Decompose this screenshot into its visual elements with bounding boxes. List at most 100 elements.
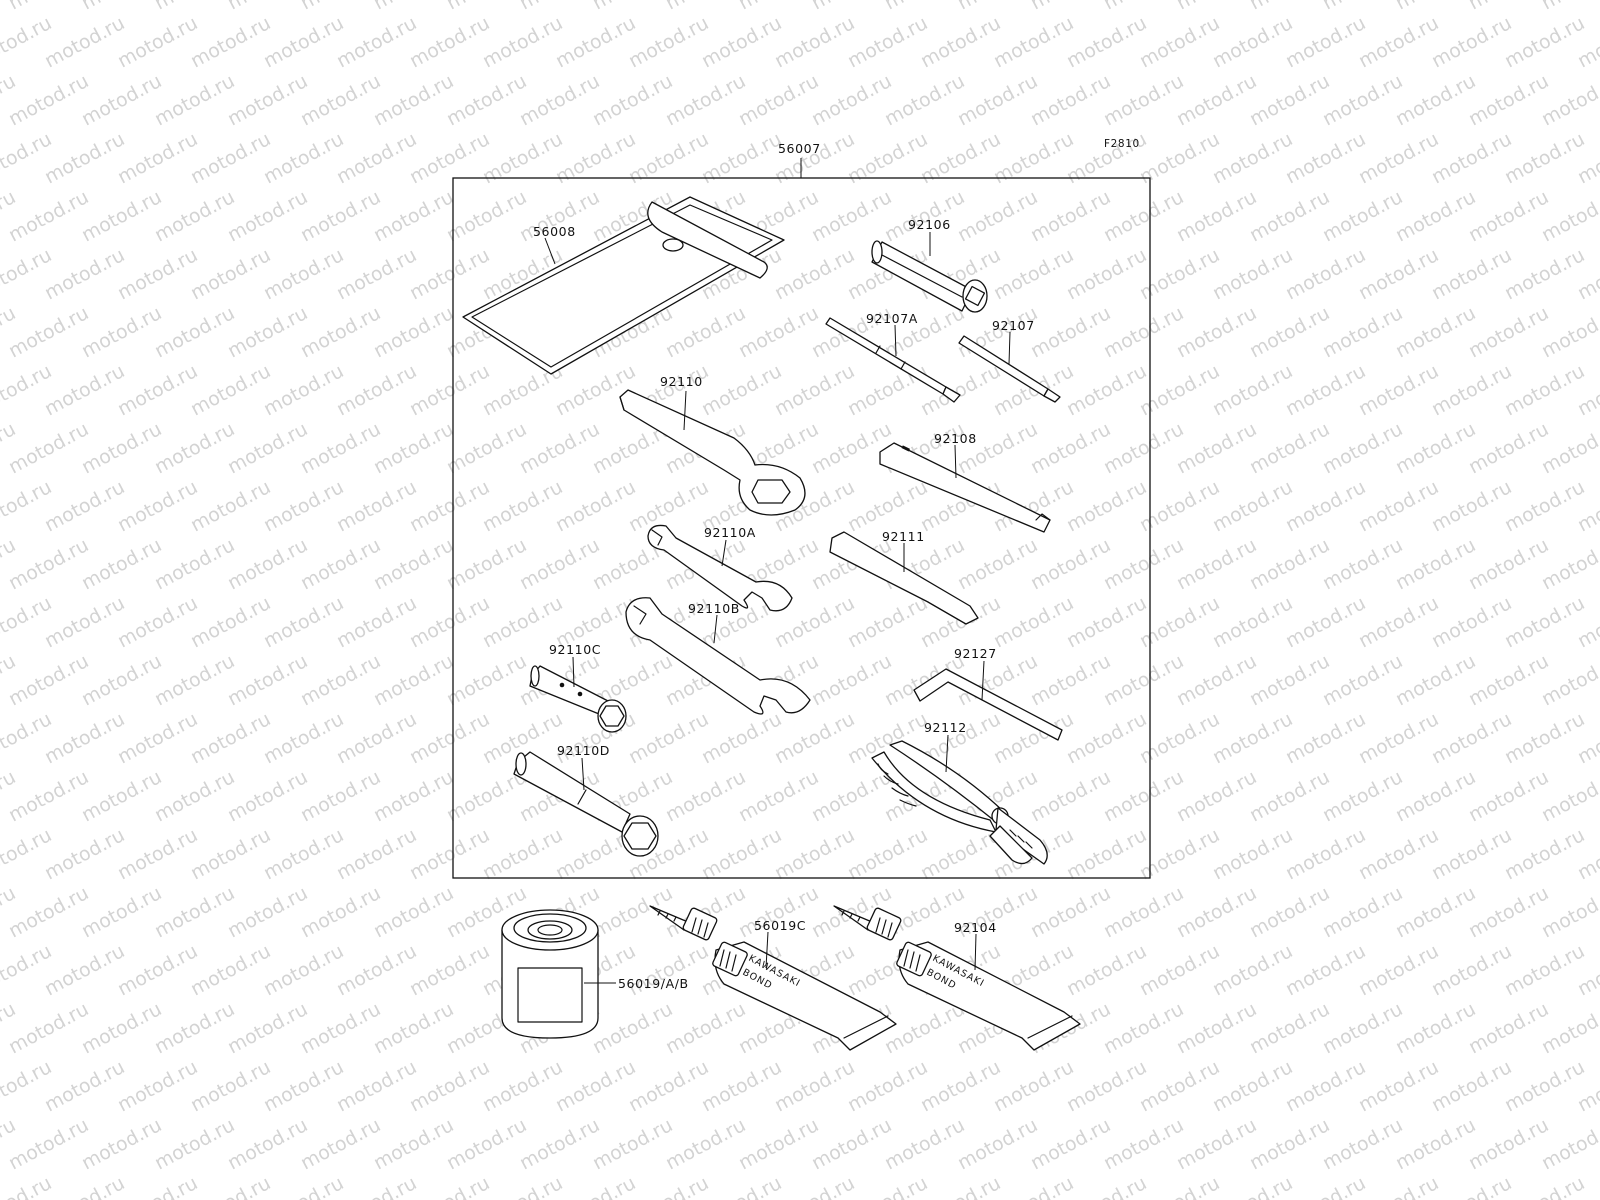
watermark-text: motod.ru: [844, 592, 931, 652]
watermark-text: motod.ru: [516, 418, 603, 478]
watermark-text: motod.ru: [771, 1056, 858, 1116]
watermark-text: motod.ru: [406, 12, 493, 72]
watermark-text: motod.ru: [844, 1172, 931, 1200]
tool-bag-56008: 56008: [462, 196, 785, 375]
watermark-text: motod.ru: [1282, 1172, 1369, 1200]
watermark-text: motod.ru: [735, 70, 822, 130]
watermark-text: motod.ru: [1209, 476, 1296, 536]
watermark-text: motod.ru: [1428, 360, 1515, 420]
watermark-text: motod.ru: [1319, 70, 1406, 130]
watermark-text: motod.ru: [370, 882, 457, 942]
watermark-text: motod.ru: [479, 12, 566, 72]
watermark-text: motod.ru: [552, 476, 639, 536]
watermark-text: motod.ru: [1100, 0, 1187, 14]
watermark-text: motod.ru: [1319, 534, 1406, 594]
watermark-text: motod.ru: [78, 1114, 165, 1174]
watermark-text: motod.ru: [1246, 650, 1333, 710]
watermark-text: motod.ru: [297, 302, 384, 362]
watermark-text: motod.ru: [5, 882, 92, 942]
watermark-text: motod.ru: [954, 0, 1041, 14]
watermark-text: motod.ru: [443, 70, 530, 130]
watermark-text: motod.ru: [370, 998, 457, 1058]
watermark-text: motod.ru: [297, 882, 384, 942]
watermark-text: motod.ru: [1538, 998, 1600, 1058]
watermark-text: motod.ru: [1209, 244, 1296, 304]
watermark-text: motod.ru: [151, 766, 238, 826]
watermark-text: motod.ru: [260, 592, 347, 652]
watermark-text: motod.ru: [808, 766, 895, 826]
watermark-text: motod.ru: [662, 998, 749, 1058]
watermark-text: motod.ru: [41, 244, 128, 304]
watermark-text: motod.ru: [552, 128, 639, 188]
watermark-text: motod.ru: [771, 824, 858, 884]
watermark-text: motod.ru: [5, 418, 92, 478]
watermark-text: motod.ru: [1428, 592, 1515, 652]
watermark-text: motod.ru: [1282, 1056, 1369, 1116]
watermark-text: motod.ru: [808, 0, 895, 14]
watermark-text: motod.ru: [260, 12, 347, 72]
watermark-text: motod.ru: [698, 1172, 785, 1200]
watermark-text: motod.ru: [1501, 824, 1588, 884]
watermark-text: motod.ru: [297, 186, 384, 246]
bond-tube-56019C: KAWASAKI BOND 56019C: [649, 905, 897, 1051]
watermark-text: motod.ru: [297, 418, 384, 478]
watermark-text: motod.ru: [5, 302, 92, 362]
watermark-text: motod.ru: [881, 0, 968, 14]
watermark-text: motod.ru: [1538, 302, 1600, 362]
watermark-text: motod.ru: [114, 244, 201, 304]
watermark-text: motod.ru: [954, 1114, 1041, 1174]
watermark-text: motod.ru: [625, 1056, 712, 1116]
watermark-text: motod.ru: [1355, 128, 1442, 188]
watermark-text: motod.ru: [1063, 12, 1150, 72]
watermark-text: motod.ru: [151, 0, 238, 14]
watermark-text: motod.ru: [1428, 940, 1515, 1000]
watermark-text: motod.ru: [297, 0, 384, 14]
watermark-text: motod.ru: [1282, 128, 1369, 188]
watermark-text: motod.ru: [260, 476, 347, 536]
part-label-56007: 56007: [778, 141, 821, 156]
watermark-text: motod.ru: [1538, 766, 1600, 826]
watermark-text: motod.ru: [1428, 476, 1515, 536]
watermark-text: motod.ru: [406, 824, 493, 884]
figure-code: F2810: [1104, 138, 1140, 150]
watermark-text: motod.ru: [1100, 418, 1187, 478]
open-wrench-92110A: 92110A: [647, 524, 793, 612]
watermark-text: motod.ru: [41, 128, 128, 188]
watermark-text: motod.ru: [1100, 650, 1187, 710]
watermark-text: motod.ru: [1465, 186, 1552, 246]
watermark-text: motod.ru: [735, 882, 822, 942]
watermark-text: motod.ru: [735, 0, 822, 14]
watermark-text: motod.ru: [589, 998, 676, 1058]
watermark-text: motod.ru: [333, 12, 420, 72]
watermark-text: motod.ru: [589, 0, 676, 14]
watermark-text: motod.ru: [1173, 766, 1260, 826]
watermark-text: motod.ru: [1538, 186, 1600, 246]
watermark-text: motod.ru: [954, 186, 1041, 246]
watermark-text: motod.ru: [1063, 360, 1150, 420]
watermark-text: motod.ru: [881, 1114, 968, 1174]
watermark-text: motod.ru: [1319, 0, 1406, 14]
watermark-text: motod.ru: [1355, 708, 1442, 768]
watermark-text: motod.ru: [297, 534, 384, 594]
watermark-text: motod.ru: [41, 592, 128, 652]
watermark-text: motod.ru: [1465, 650, 1552, 710]
flat-tool-92108: 92108: [879, 431, 1051, 533]
watermark-text: motod.ru: [260, 1172, 347, 1200]
watermark-text: motod.ru: [771, 128, 858, 188]
watermark-text: motod.ru: [5, 534, 92, 594]
part-label-92112: 92112: [924, 720, 967, 735]
watermark-text: motod.ru: [187, 824, 274, 884]
watermark-text: motod.ru: [151, 418, 238, 478]
watermark-text: motod.ru: [1136, 360, 1223, 420]
watermark-text: motod.ru: [443, 650, 530, 710]
watermark-text: motod.ru: [990, 1172, 1077, 1200]
watermark-text: motod.ru: [78, 882, 165, 942]
watermark-text: motod.ru: [1428, 1056, 1515, 1116]
watermark-text: motod.ru: [1136, 1172, 1223, 1200]
watermark-text: motod.ru: [552, 1172, 639, 1200]
watermark-text: motod.ru: [1501, 592, 1588, 652]
watermark-text: motod.ru: [1319, 1114, 1406, 1174]
screwdriver-bit-92107A: 92107A: [825, 311, 961, 403]
watermark-text: motod.ru: [808, 186, 895, 246]
